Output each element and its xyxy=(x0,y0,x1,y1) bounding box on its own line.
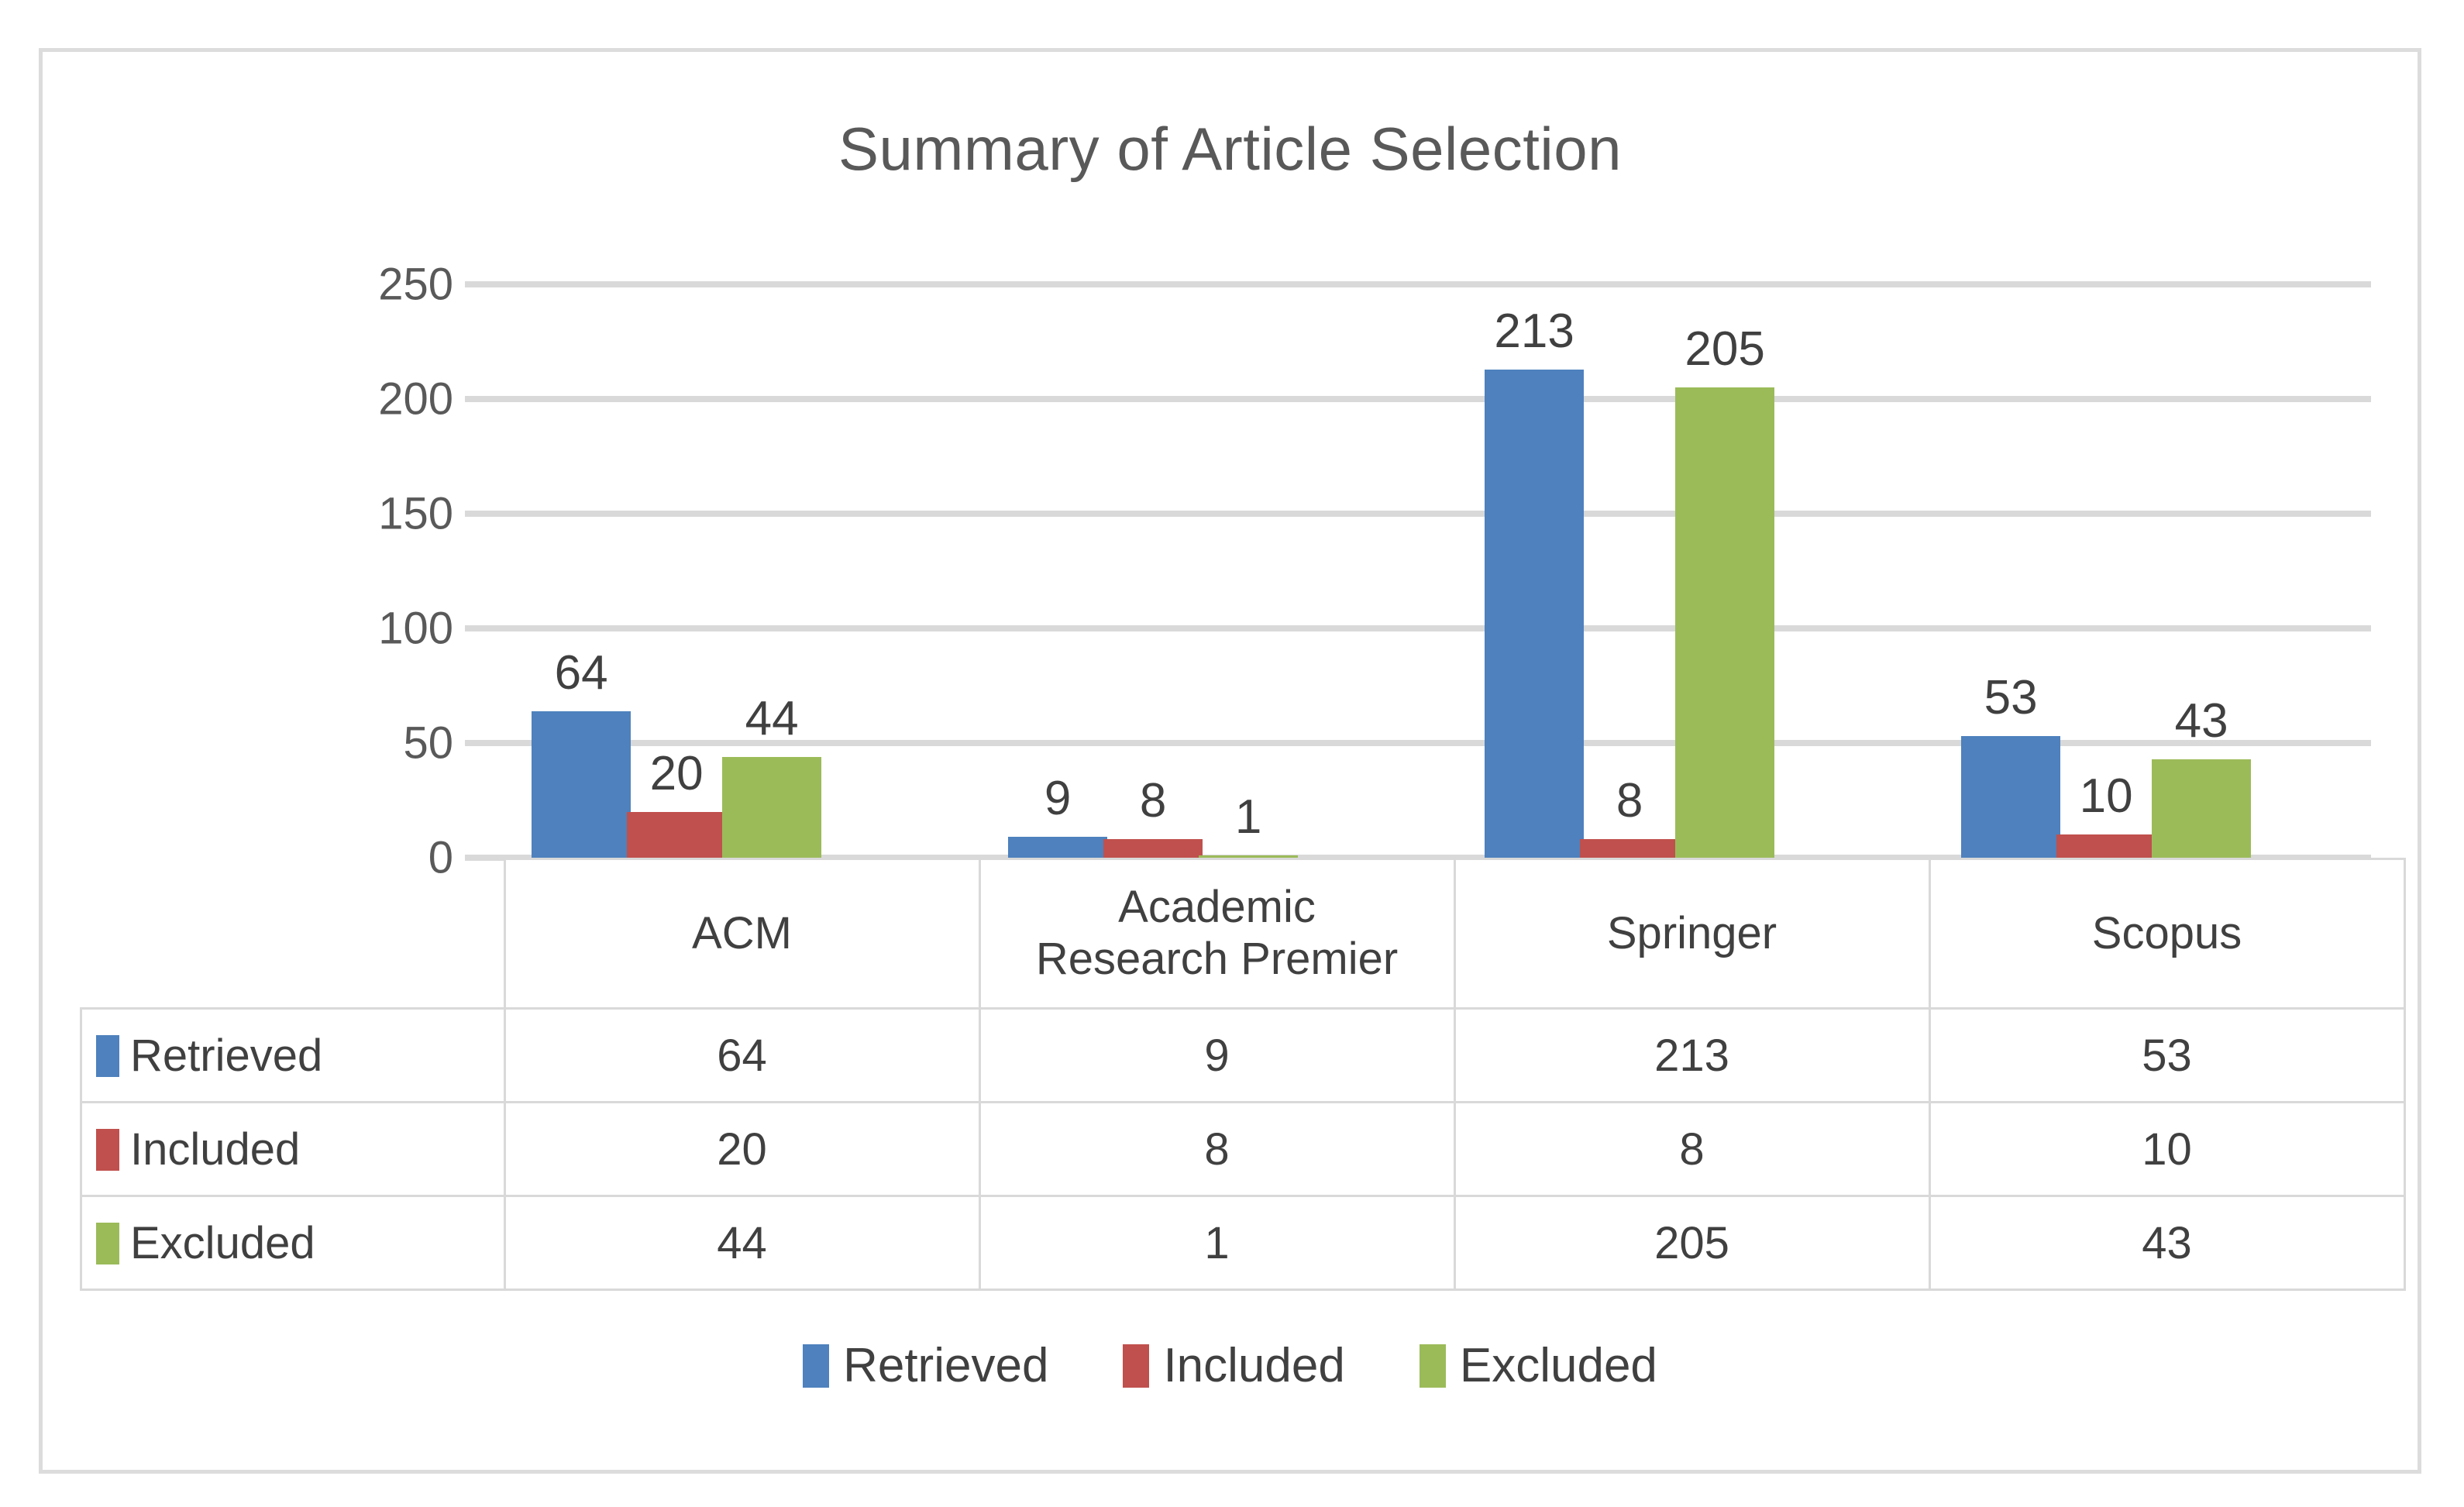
legend-label: Excluded xyxy=(1459,1339,1657,1392)
bar-excluded-academic-research-premier[interactable]: 1 xyxy=(1199,284,1299,858)
y-axis-tick-label: 50 xyxy=(403,717,453,769)
gridline xyxy=(465,281,2371,287)
bar-rect[interactable] xyxy=(532,710,631,858)
bar-value-label: 8 xyxy=(1616,774,1643,828)
y-axis-tick-label: 200 xyxy=(378,373,453,425)
bar-rect[interactable] xyxy=(1103,839,1203,858)
bar-rect[interactable] xyxy=(1199,855,1299,858)
table-cell: 44 xyxy=(503,1195,981,1291)
gridline xyxy=(465,625,2371,631)
series-color-swatch-icon xyxy=(96,1034,119,1077)
series-color-swatch-icon xyxy=(96,1128,119,1171)
bar-group: 53 10 43 xyxy=(1894,284,2371,858)
bar-value-label: 20 xyxy=(649,746,704,800)
table-cell: 205 xyxy=(1453,1195,1931,1291)
bar-value-label: 9 xyxy=(1044,772,1072,826)
bar-value-label: 205 xyxy=(1685,322,1765,377)
y-axis-tick-label: 150 xyxy=(378,488,453,539)
bar-rect[interactable] xyxy=(1675,387,1775,858)
bar-retrieved-academic-research-premier[interactable]: 9 xyxy=(1008,284,1108,858)
bar-included-scopus[interactable]: 10 xyxy=(2056,284,2156,858)
legend-item-included[interactable]: Included xyxy=(1123,1338,1345,1393)
legend-item-excluded[interactable]: Excluded xyxy=(1419,1338,1657,1393)
table-cell: 213 xyxy=(1453,1007,1931,1103)
bar-rect[interactable] xyxy=(2056,834,2156,858)
table-cell: 9 xyxy=(978,1007,1456,1103)
legend-label: Included xyxy=(1163,1339,1345,1392)
bar-value-label: 64 xyxy=(554,645,608,700)
gridline xyxy=(465,396,2371,402)
bar-rect[interactable] xyxy=(627,811,727,858)
bar-included-acm[interactable]: 20 xyxy=(627,284,727,858)
bar-excluded-scopus[interactable]: 43 xyxy=(2152,284,2252,858)
legend-color-swatch-icon xyxy=(1419,1344,1446,1388)
bar-rect[interactable] xyxy=(2152,759,2252,858)
bar-retrieved-scopus[interactable]: 53 xyxy=(1961,284,2061,858)
table-cell: 64 xyxy=(503,1007,981,1103)
bar-value-label: 53 xyxy=(1984,671,2038,725)
bar-value-label: 10 xyxy=(2079,769,2133,824)
gridline xyxy=(465,740,2371,746)
legend-item-retrieved[interactable]: Retrieved xyxy=(803,1338,1048,1393)
gridline xyxy=(465,511,2371,517)
bar-retrieved-springer[interactable]: 213 xyxy=(1485,284,1585,858)
bar-series-layer: 64 20 44 9 8 1 213 8 205 53 10 43 xyxy=(465,284,2371,858)
bar-value-label: 43 xyxy=(2174,693,2228,748)
table-cell: 43 xyxy=(1928,1195,2406,1291)
legend-color-swatch-icon xyxy=(1123,1344,1150,1388)
table-cell: 8 xyxy=(978,1101,1456,1197)
table-cell: 8 xyxy=(1453,1101,1931,1197)
table-column-header: ACM xyxy=(503,858,981,1010)
bar-group: 64 20 44 xyxy=(465,284,941,858)
bar-value-label: 44 xyxy=(745,691,799,745)
table-cell: 20 xyxy=(503,1101,981,1197)
bar-value-label: 213 xyxy=(1494,304,1574,358)
y-axis-tick-label: 250 xyxy=(378,259,453,310)
bar-value-label: 8 xyxy=(1139,774,1167,828)
bar-retrieved-acm[interactable]: 64 xyxy=(532,284,631,858)
bar-rect[interactable] xyxy=(1580,839,1680,858)
bar-excluded-springer[interactable]: 205 xyxy=(1675,284,1775,858)
chart-title: Summary of Article Selection xyxy=(838,115,1623,183)
legend-label: Retrieved xyxy=(843,1339,1049,1392)
table-cell: 53 xyxy=(1928,1007,2406,1103)
table-corner-cell xyxy=(81,859,505,1009)
bar-rect[interactable] xyxy=(1008,837,1108,858)
table-column-header: Springer xyxy=(1453,858,1931,1010)
table-cell: 1 xyxy=(978,1195,1456,1291)
bar-included-academic-research-premier[interactable]: 8 xyxy=(1103,284,1203,858)
table-column-header: Scopus xyxy=(1928,858,2406,1010)
y-axis-tick-label: 0 xyxy=(428,832,453,883)
plot-area: 250 200 150 100 50 0 64 20 44 9 8 1 213 8 205 53 10 43 xyxy=(378,260,2371,883)
table-series-label: Retrieved xyxy=(80,1007,506,1103)
bar-value-label: 1 xyxy=(1234,790,1262,845)
table-cell: 10 xyxy=(1928,1101,2406,1197)
legend-color-swatch-icon xyxy=(803,1344,830,1388)
bar-rect[interactable] xyxy=(1485,369,1585,858)
series-color-swatch-icon xyxy=(96,1222,119,1264)
table-series-label: Excluded xyxy=(80,1195,506,1291)
bar-group: 213 8 205 xyxy=(1418,284,1894,858)
chart-legend: Retrieved Included Excluded xyxy=(43,1338,2418,1393)
bar-included-springer[interactable]: 8 xyxy=(1580,284,1680,858)
bar-group: 9 8 1 xyxy=(941,284,1418,858)
table-series-label: Included xyxy=(80,1101,506,1197)
gridline xyxy=(465,855,2371,861)
bar-excluded-acm[interactable]: 44 xyxy=(722,284,822,858)
bar-rect[interactable] xyxy=(1961,736,2061,858)
bar-rect[interactable] xyxy=(722,756,822,858)
y-axis-tick-label: 100 xyxy=(378,603,453,654)
